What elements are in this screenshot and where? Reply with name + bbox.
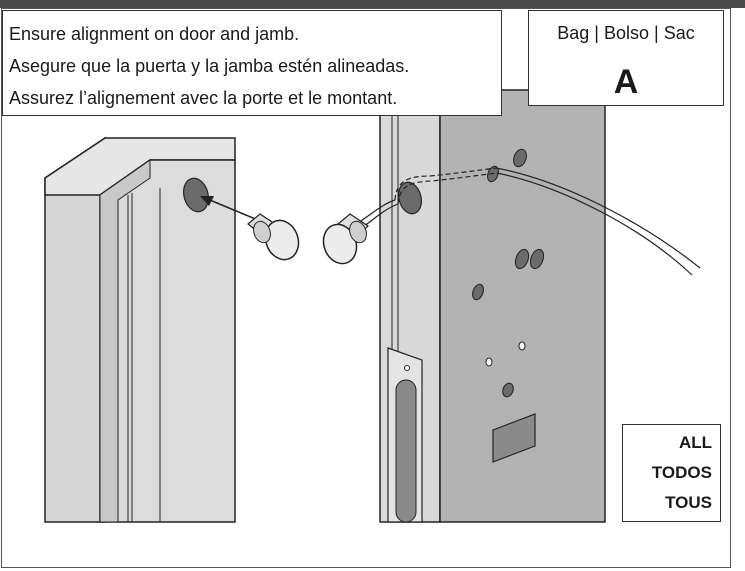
applies-es: TODOS bbox=[651, 463, 712, 482]
applies-en: ALL bbox=[678, 433, 712, 452]
applies-to-box: ALL TODOS TOUS bbox=[622, 424, 721, 522]
sensor-wires bbox=[352, 167, 701, 276]
jamb-hole bbox=[183, 177, 209, 213]
bag-label: Bag | Bolso | Sac bbox=[557, 23, 695, 43]
instruction-es: Asegure que la puerta y la jamba estén a… bbox=[9, 56, 410, 76]
door bbox=[379, 89, 606, 523]
instructions-box: Ensure alignment on door and jamb. Asegu… bbox=[2, 10, 502, 116]
instruction-fr: Assurez l’alignement avec la porte et le… bbox=[9, 88, 398, 108]
top-bar bbox=[0, 0, 745, 8]
door-jamb bbox=[44, 136, 236, 523]
bag-letter: A bbox=[613, 63, 639, 101]
door-hole bbox=[397, 181, 423, 215]
bag-box: Bag | Bolso | Sac A bbox=[528, 10, 724, 106]
wired-sensor-icon bbox=[322, 213, 369, 265]
instruction-en: Ensure alignment on door and jamb. bbox=[9, 24, 300, 44]
door-sensor-icon bbox=[247, 213, 300, 261]
applies-fr: TOUS bbox=[665, 493, 712, 512]
